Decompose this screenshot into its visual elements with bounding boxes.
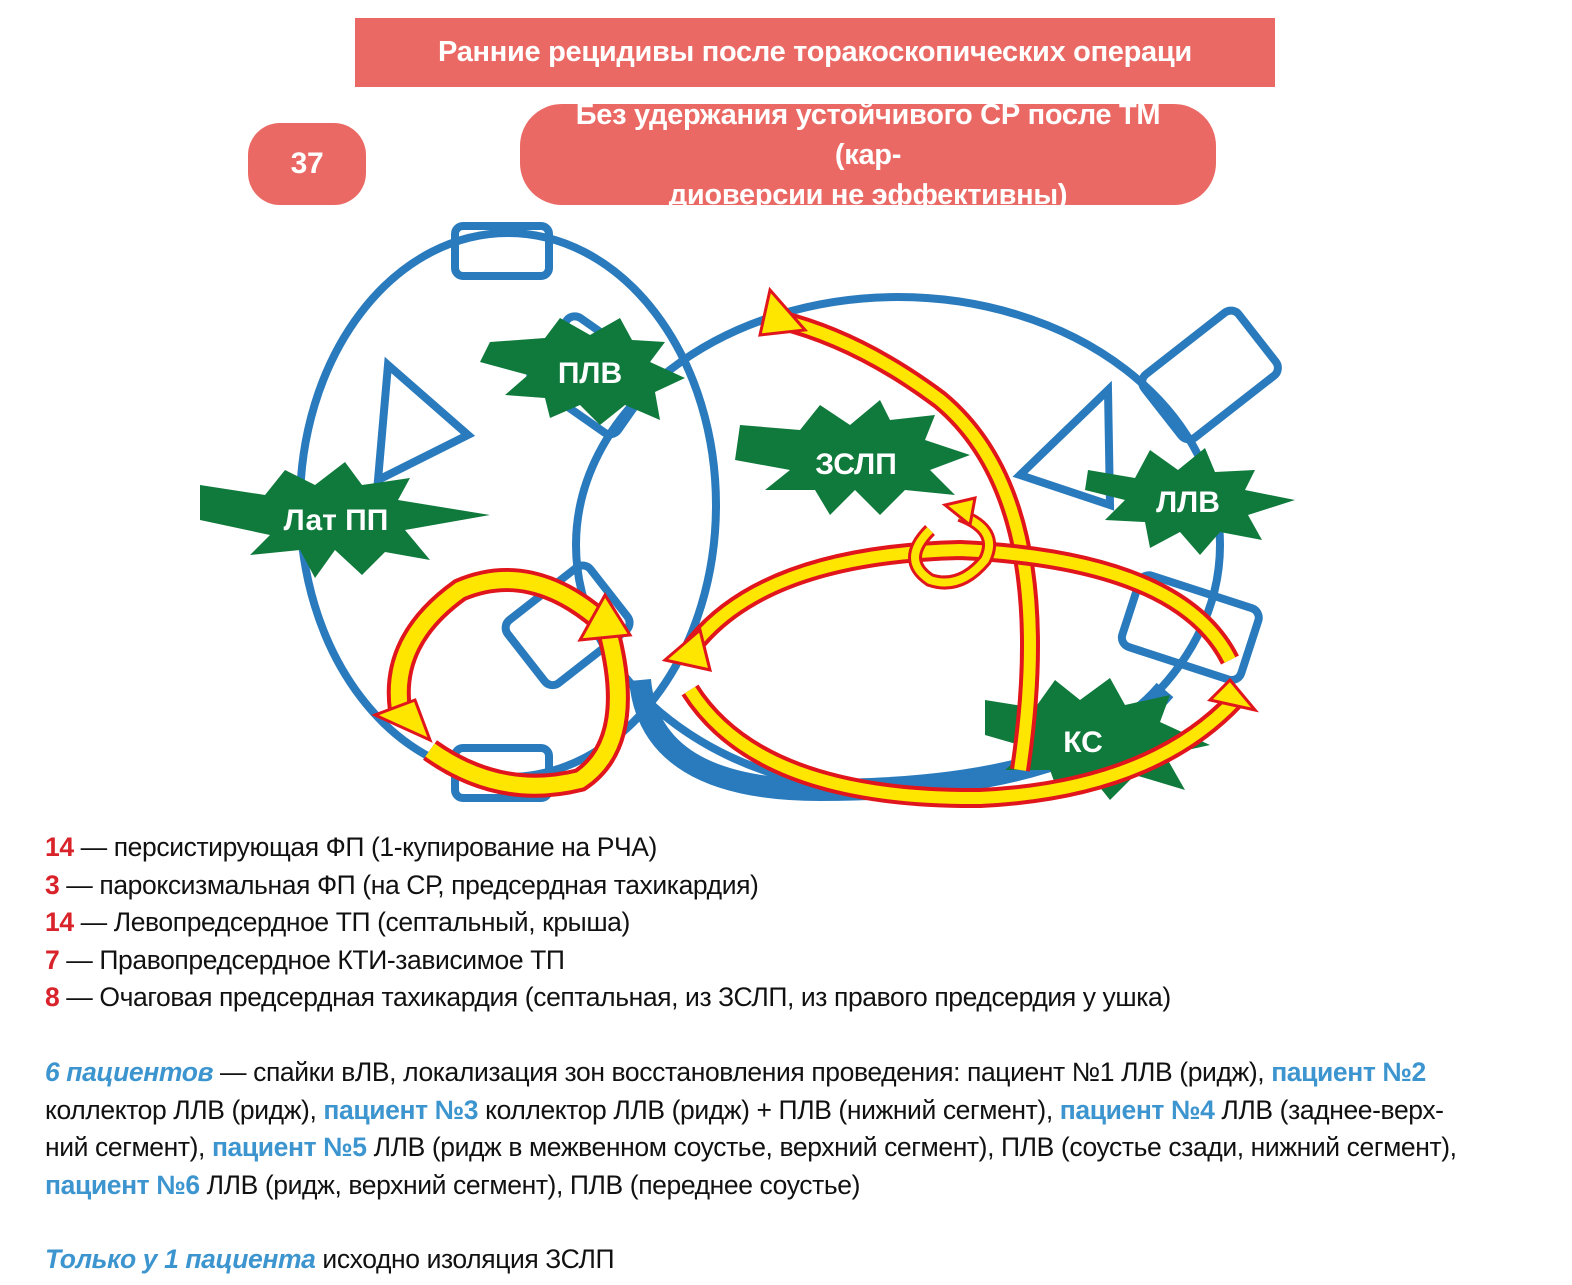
stat-count: 7 (45, 945, 60, 975)
patients-line: ний сегмент), пациент №5 ЛЛВ (ридж в меж… (45, 1132, 1457, 1163)
stat-row: 8 — Очаговая предсердная тахикардия (сеп… (45, 982, 1171, 1013)
patients-line: 6 пациентов — спайки вЛВ, локализация зо… (45, 1057, 1426, 1088)
stat-text: — Левопредсердное ТП (септальный, крыша) (73, 907, 631, 937)
patients-text: ЛЛВ (ридж в межвенном соустье, верхний с… (366, 1132, 1457, 1162)
llv-star-icon (1085, 448, 1295, 555)
stat-row: 14 — Левопредсердное ТП (септальный, кры… (45, 907, 630, 938)
zslp-label: ЗСЛП (815, 448, 897, 481)
patients-text: ЛЛВ (ридж, верхний сегмент), ПЛВ (передн… (199, 1170, 861, 1200)
rotor-arrow-icon (386, 568, 630, 798)
patients-line: коллектор ЛЛВ (ридж), пациент №3 коллект… (45, 1095, 1444, 1126)
patients-text: ний сегмент), (45, 1132, 212, 1162)
note-line-1: Без удержания устойчивого СР после ТМ (к… (575, 98, 1161, 171)
patient-5: пациент №5 (211, 1132, 367, 1162)
stat-text: — Очаговая предсердная тахикардия (септа… (59, 982, 1171, 1012)
tricuspid-triangle (373, 356, 476, 487)
livp-box (1117, 571, 1263, 685)
count-badge: 37 (248, 123, 366, 205)
stat-count: 8 (45, 982, 60, 1012)
stat-text: — Правопредсердное КТИ-зависимое ТП (59, 945, 565, 975)
focal-circular-arrow-icon (908, 508, 996, 590)
patients-text: коллектор ЛЛВ (ридж) + ПЛВ (нижний сегме… (478, 1095, 1060, 1125)
stat-count: 3 (45, 870, 60, 900)
plv-label: ПЛВ (558, 357, 622, 390)
stat-text: — пароксизмальная ФП (на СР, предсердная… (59, 870, 759, 900)
patients-text: — спайки вЛВ, локализация зон восстановл… (213, 1057, 1272, 1087)
footer-text: исходно изоляция ЗСЛП (315, 1244, 615, 1274)
patient-4: пациент №4 (1059, 1095, 1215, 1125)
patients-text: коллектор ЛЛВ (ридж), (45, 1095, 324, 1125)
stat-count: 14 (45, 907, 74, 937)
patients-text: ЛЛВ (заднее-верх- (1214, 1095, 1444, 1125)
llv-label: ЛЛВ (1156, 486, 1220, 519)
patients-line: пациент №6 ЛЛВ (ридж, верхний сегмент), … (45, 1170, 860, 1201)
mitral-triangle (1012, 380, 1115, 511)
slide-title: Ранние рецидивы после торакоскопических … (355, 18, 1275, 87)
mitral-loop-arrow-icon (681, 539, 1243, 809)
patient-6: пациент №6 (45, 1170, 200, 1200)
footer-highlight: Только у 1 пациента (45, 1244, 316, 1274)
plv-star-icon (480, 318, 685, 425)
note-line-2: диоверсии не эффективны) (668, 178, 1068, 211)
patient-2: пациент №2 (1271, 1057, 1426, 1087)
roof-arrow-icon (777, 310, 1040, 772)
stat-text: — персистирующая ФП (1-купирование на РЧ… (73, 832, 658, 862)
zslp-star-icon (735, 400, 970, 515)
lat-pp-label: Лат ПП (284, 504, 389, 537)
stat-row: 14 — персистирующая ФП (1-купирование на… (45, 832, 657, 863)
atria-diagram: ПЛВ ЗСЛП Лат ПП ЛЛВ КС (200, 222, 1295, 809)
patient-3: пациент №3 (323, 1095, 479, 1125)
lat-pp-star-icon (200, 462, 490, 578)
stat-row: 7 — Правопредсердное КТИ-зависимое ТП (45, 945, 565, 976)
stat-row: 3 — пароксизмальная ФП (на СР, предсердн… (45, 870, 759, 901)
patients-count: 6 пациентов (45, 1057, 214, 1087)
ks-label: КС (1063, 726, 1103, 759)
lsvp-box (1138, 306, 1282, 444)
footer-line: Только у 1 пациента исходно изоляция ЗСЛ… (45, 1244, 615, 1275)
stat-count: 14 (45, 832, 74, 862)
svc-box (451, 222, 553, 280)
note-box: Без удержания устойчивого СР после ТМ (к… (520, 99, 1216, 211)
